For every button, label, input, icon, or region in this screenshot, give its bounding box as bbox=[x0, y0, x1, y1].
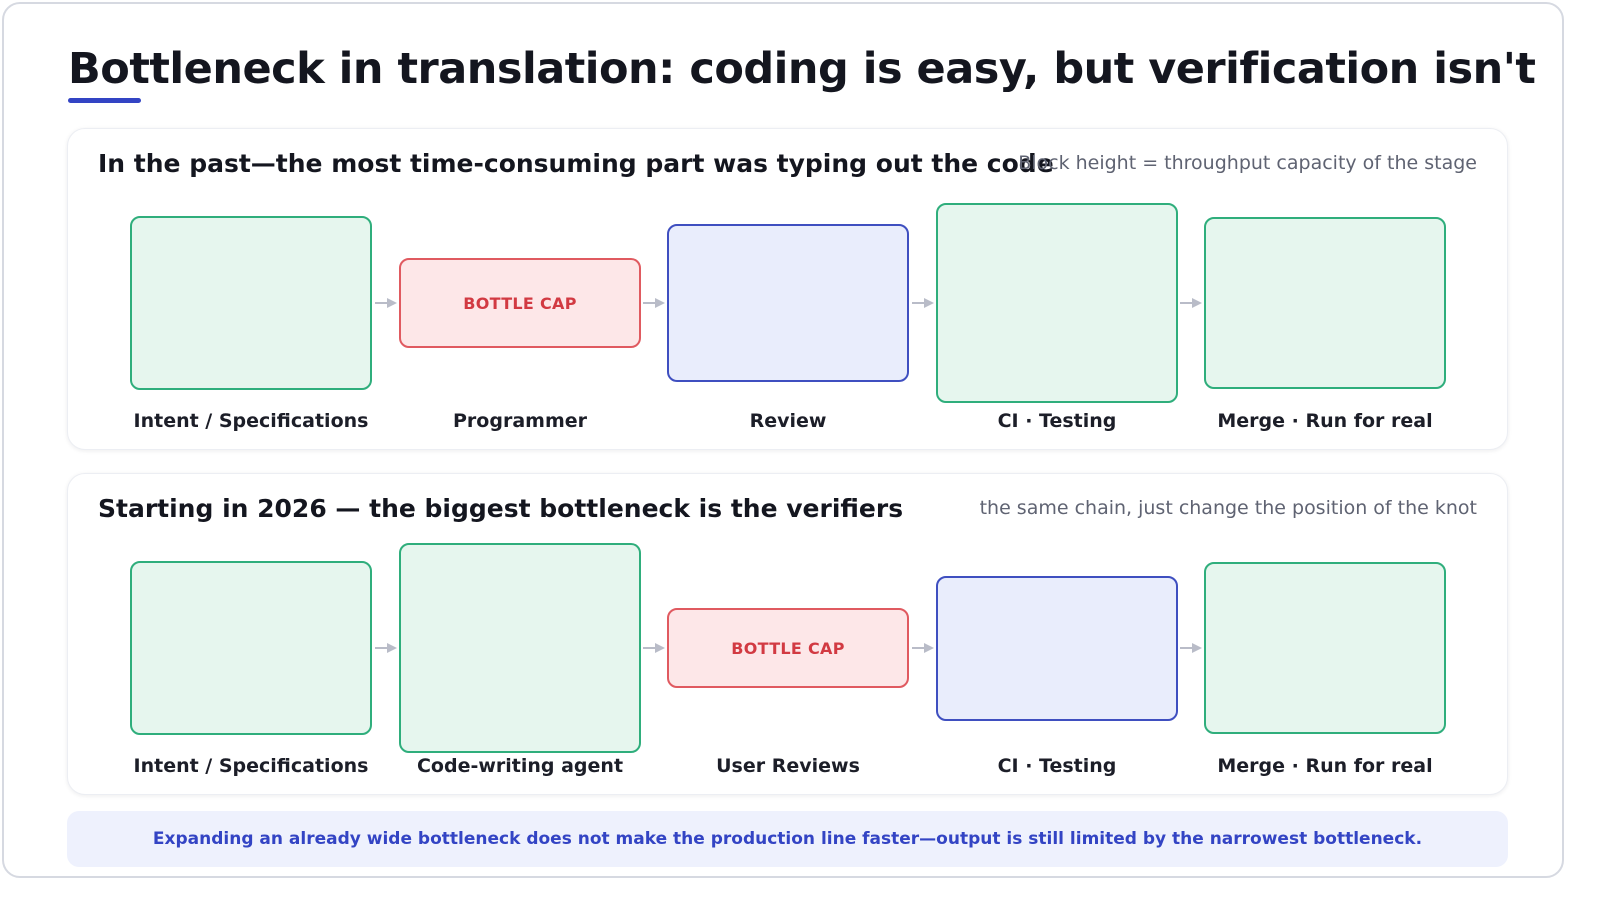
future-stage-label-5: Merge · Run for real bbox=[1217, 755, 1433, 777]
future-stage-label-4: CI · Testing bbox=[997, 755, 1117, 777]
future-stage-block-1 bbox=[130, 561, 372, 735]
future-stage-block-4 bbox=[936, 575, 1178, 721]
arrow-right-icon bbox=[911, 643, 934, 653]
past-stage-label-5: Merge · Run for real bbox=[1217, 410, 1433, 432]
arrow-right-icon bbox=[1180, 643, 1202, 653]
past-stage-block-2: BOTTLE CAP bbox=[399, 258, 641, 348]
arrow-right-icon bbox=[1180, 298, 1202, 308]
future-panel-heading: Starting in 2026 — the biggest bottlenec… bbox=[98, 494, 904, 523]
past-stage-label-2: Programmer bbox=[453, 410, 587, 432]
arrow-right-icon bbox=[643, 298, 665, 308]
future-stage-label-2: Code-writing agent bbox=[416, 755, 624, 777]
future-bottle-cap-tag: BOTTLE CAP bbox=[731, 638, 845, 658]
page-title: Bottleneck in translation: coding is eas… bbox=[68, 44, 1536, 94]
past-panel-heading: In the past—the most time-consuming part… bbox=[98, 149, 1054, 178]
arrow-right-icon bbox=[911, 298, 934, 308]
future-panel: Starting in 2026 — the biggest bottlenec… bbox=[67, 473, 1508, 795]
arrow-right-icon bbox=[643, 643, 665, 653]
past-stage-label-3: Review bbox=[749, 410, 827, 432]
future-stage-label-3: User Reviews bbox=[716, 755, 860, 777]
future-stage-block-5 bbox=[1204, 562, 1446, 734]
arrow-right-icon bbox=[374, 643, 397, 653]
footer-banner: Expanding an already wide bottleneck doe… bbox=[67, 811, 1508, 867]
past-stage-label-1: Intent / Specifications bbox=[133, 410, 369, 432]
past-stage-block-5 bbox=[1204, 217, 1446, 389]
past-stage-block-3 bbox=[667, 224, 909, 382]
past-bottle-cap-tag: BOTTLE CAP bbox=[463, 293, 577, 313]
future-stage-block-3: BOTTLE CAP bbox=[667, 608, 909, 688]
slide-frame: Bottleneck in translation: coding is eas… bbox=[2, 2, 1564, 878]
future-stage-block-2 bbox=[399, 543, 641, 753]
past-stage-label-4: CI · Testing bbox=[997, 410, 1117, 432]
footer-text: Expanding an already wide bottleneck doe… bbox=[152, 829, 1423, 849]
arrow-right-icon bbox=[374, 298, 397, 308]
past-stage-block-1 bbox=[130, 216, 372, 390]
past-panel-note: Block height = throughput capacity of th… bbox=[1018, 152, 1477, 174]
future-panel-note: the same chain, just change the position… bbox=[979, 497, 1477, 519]
title-underline bbox=[68, 98, 141, 103]
past-stage-block-4 bbox=[936, 203, 1178, 403]
past-panel: In the past—the most time-consuming part… bbox=[67, 128, 1508, 450]
future-stage-label-1: Intent / Specifications bbox=[133, 755, 369, 777]
